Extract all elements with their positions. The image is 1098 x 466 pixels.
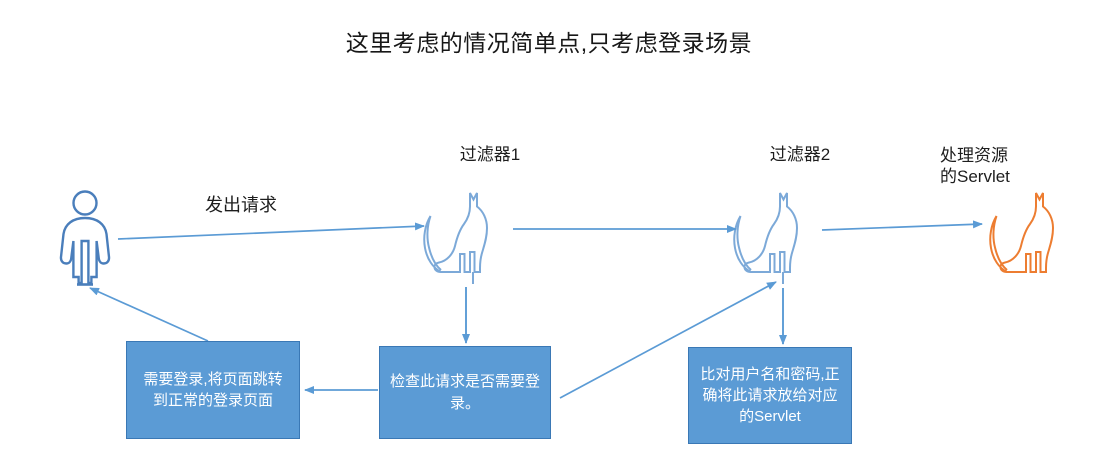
page-title: 这里考虑的情况简单点,只考虑登录场景 [345,30,753,56]
verify-credentials-box: 比对用户名和密码,正确将此请求放给对应的Servlet [688,347,852,444]
cat-icon-filter2 [733,192,799,284]
request-edge-label: 发出请求 [205,195,277,215]
arrow-filter2-to-servlet [821,220,983,231]
person-icon [59,190,111,286]
servlet-label-line2: 的Servlet [940,167,1010,187]
arrow-user-to-filter1 [117,222,425,240]
arrow-login-box-to-user [89,287,209,342]
cat-icon-servlet [989,192,1055,273]
servlet-label: 处理资源的Servlet [940,145,1090,188]
filter2-label: 过滤器2 [769,145,831,164]
check-login-required-box: 检查此请求是否需要登录。 [379,346,551,439]
arrow-check-box-to-filter2 [559,281,777,399]
servlet-label-line1: 处理资源 [940,146,1008,165]
filter1-label: 过滤器1 [459,145,521,164]
login-redirect-box: 需要登录,将页面跳转到正常的登录页面 [126,341,300,439]
cat-icon-filter1 [423,192,489,284]
